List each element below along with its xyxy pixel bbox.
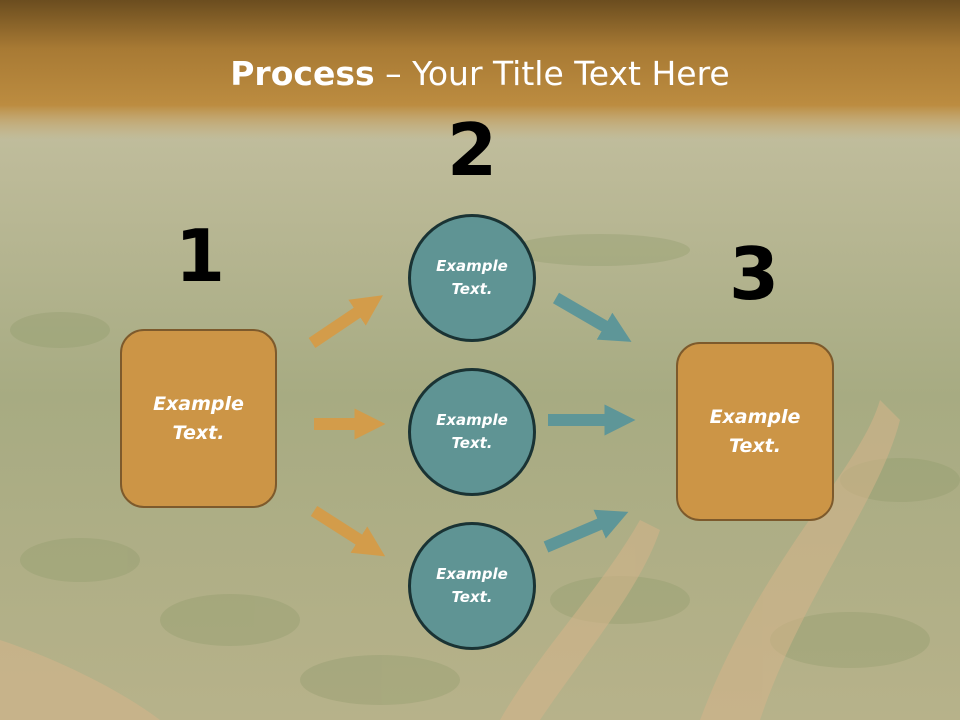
step-box-3[interactable]: Example Text. [676, 342, 834, 521]
step-circle-3[interactable]: Example Text. [408, 522, 536, 650]
arrow-circle3-to-box3 [543, 509, 629, 553]
title-rest: – Your Title Text Here [374, 54, 730, 93]
arrow-circle1-to-box3 [552, 292, 632, 342]
step-circle-3-label: Example Text. [436, 565, 508, 606]
slide-title: Process – Your Title Text Here [0, 52, 960, 96]
step-number-2: 2 [446, 108, 498, 192]
step-number-1: 1 [174, 214, 226, 298]
step-number-3: 3 [728, 232, 780, 316]
step-box-3-label: Example Text. [709, 405, 801, 457]
step-circle-2[interactable]: Example Text. [408, 368, 536, 496]
arrow-box1-to-circle3 [310, 505, 386, 557]
arrow-box1-to-circle1 [308, 295, 383, 348]
step-box-1[interactable]: Example Text. [120, 329, 277, 508]
step-circle-1[interactable]: Example Text. [408, 214, 536, 342]
step-circle-2-label: Example Text. [436, 411, 508, 452]
title-bold: Process [230, 54, 375, 93]
step-circle-1-label: Example Text. [436, 257, 508, 298]
step-box-1-label: Example Text. [153, 392, 244, 444]
